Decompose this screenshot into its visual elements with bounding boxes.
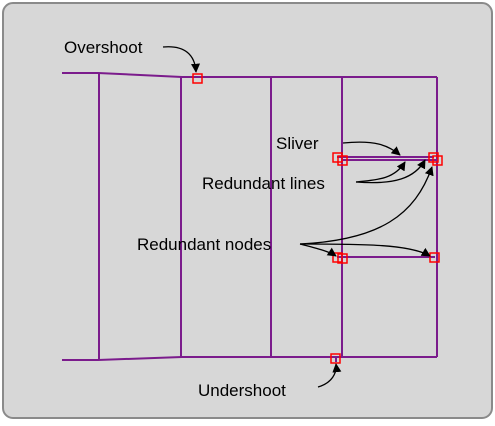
redundant-nodes-arrow-1 bbox=[299, 166, 434, 245]
redundant-lines-label: Redundant lines bbox=[202, 174, 325, 193]
redundant-lines-arrow-1 bbox=[355, 161, 406, 183]
redundant-nodes-arrow-2 bbox=[299, 243, 337, 257]
overshoot-marker bbox=[192, 73, 203, 84]
overshoot-arrow bbox=[162, 46, 201, 73]
callout-arrows bbox=[162, 46, 434, 388]
sliver-arrow bbox=[342, 141, 401, 156]
error-markers bbox=[192, 73, 443, 364]
bottom-edge-line bbox=[62, 356, 437, 361]
redundant-lines-arrow-2 bbox=[355, 159, 426, 184]
undershoot-label: Undershoot bbox=[198, 381, 286, 400]
undershoot-marker bbox=[330, 353, 341, 364]
network-lines bbox=[62, 72, 438, 362]
redundant-nodes-arrow-3 bbox=[299, 243, 431, 257]
redundant-node-marker-left-2 bbox=[337, 253, 348, 264]
undershoot-arrow bbox=[317, 363, 342, 388]
sliver-node-marker-right-2 bbox=[432, 155, 443, 166]
sliver-node-marker-left-2 bbox=[337, 155, 348, 166]
top-edge-line bbox=[62, 72, 437, 78]
redundant-node-marker-right bbox=[429, 252, 440, 263]
sliver-label: Sliver bbox=[276, 134, 319, 153]
background-panel bbox=[2, 2, 493, 419]
redundant-nodes-label: Redundant nodes bbox=[137, 235, 271, 254]
overshoot-label: Overshoot bbox=[64, 38, 143, 57]
